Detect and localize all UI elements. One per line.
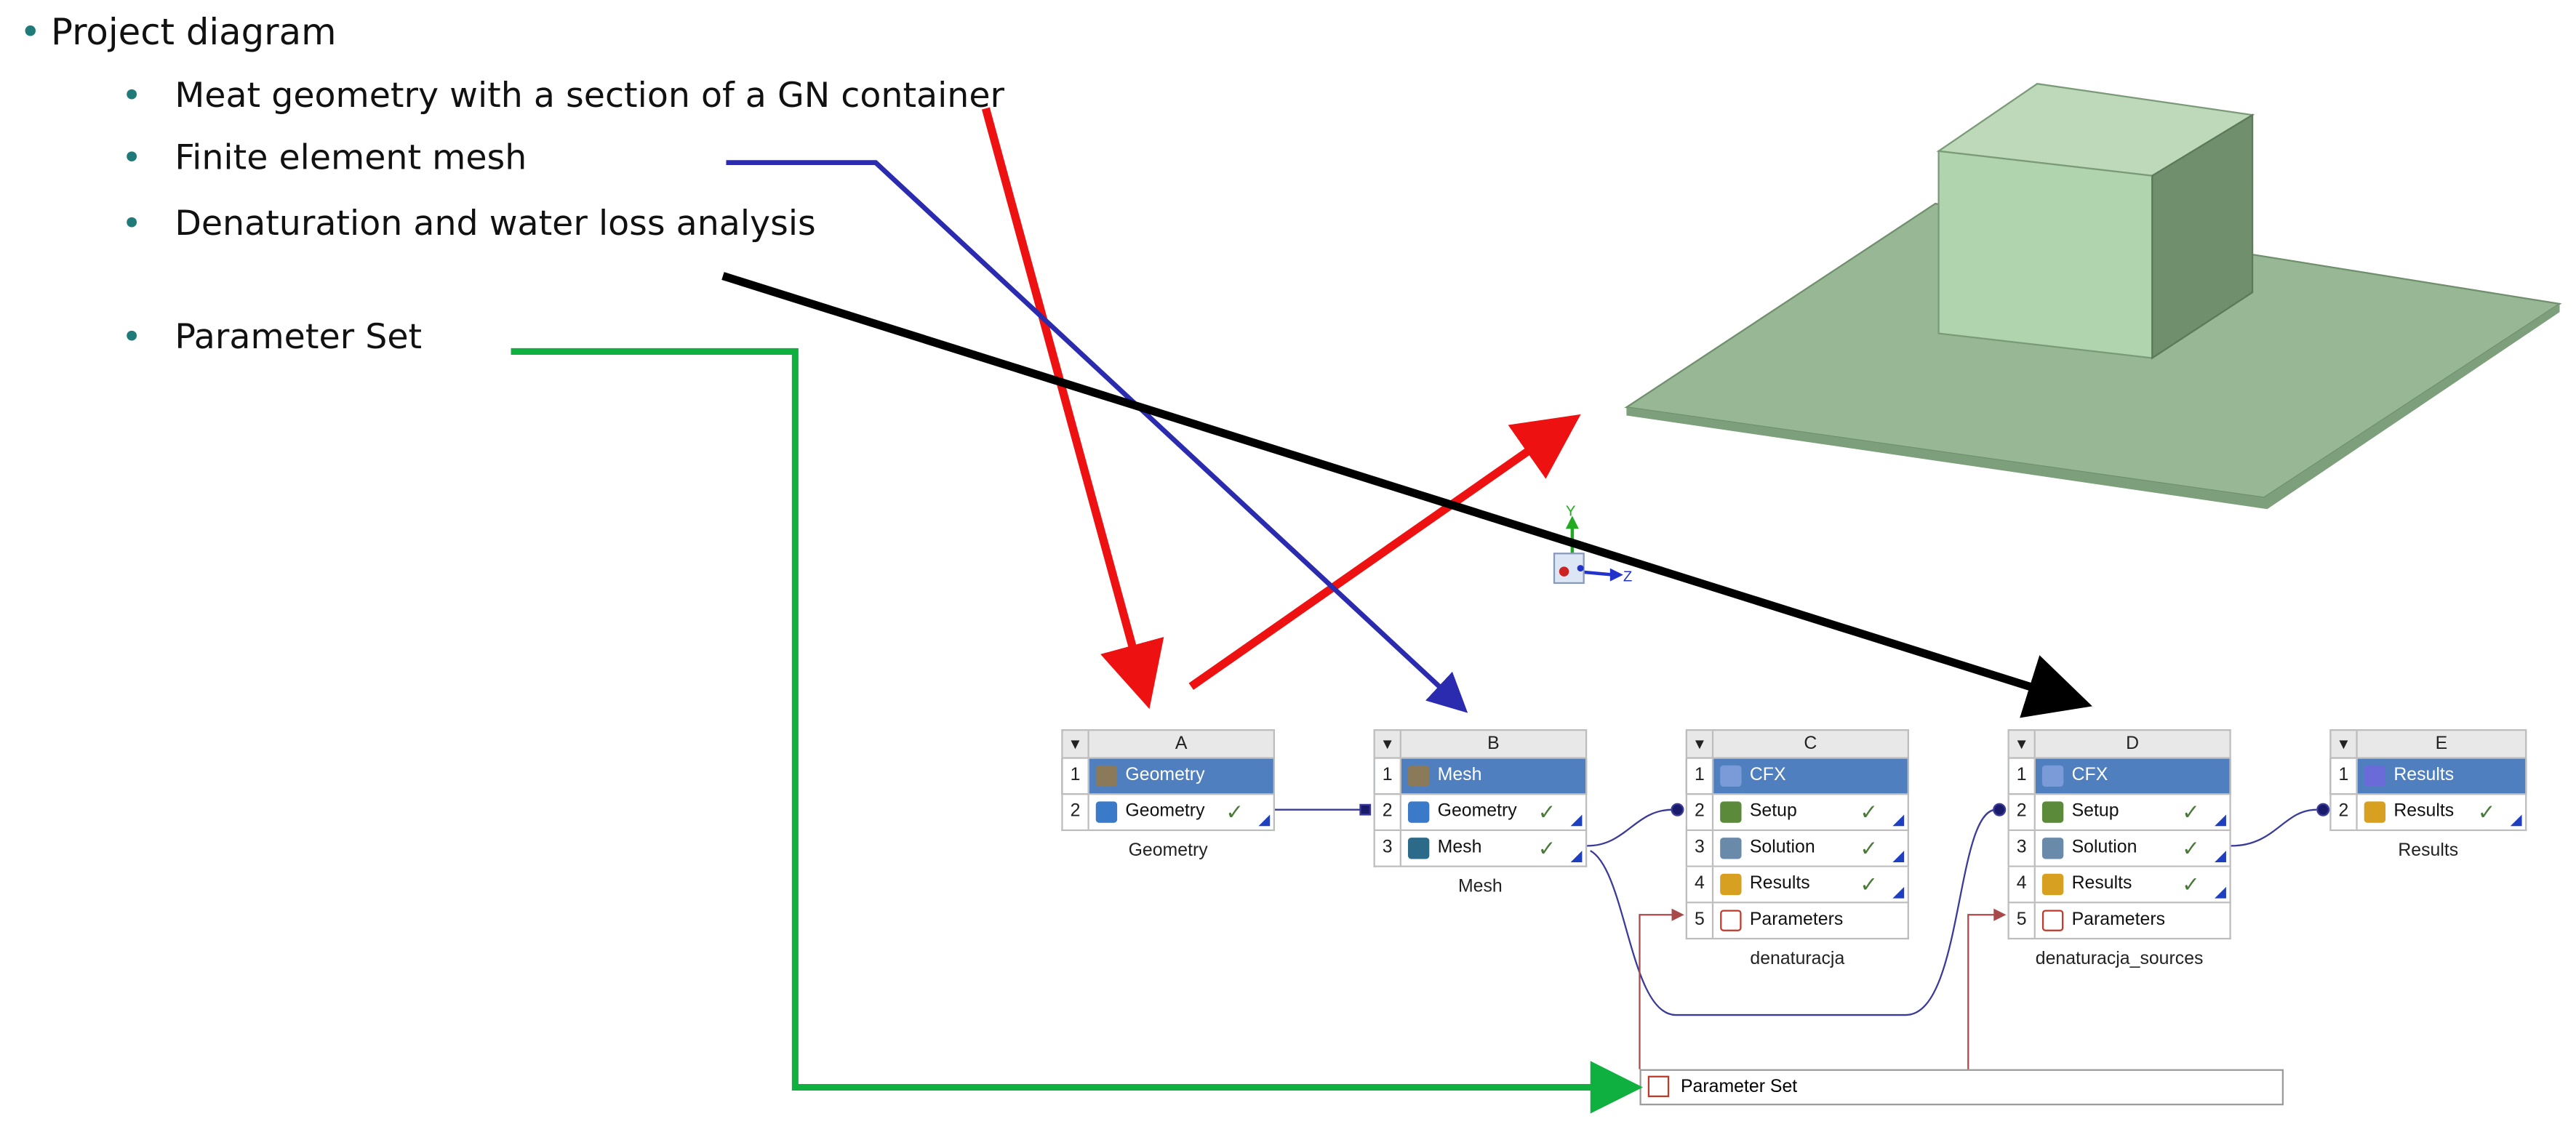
bullet-item: •Meat geometry with a section of a GN co…: [121, 75, 1005, 116]
parameters-icon: [2041, 910, 2064, 931]
cube-side: [2151, 113, 2254, 360]
chevron-down-icon[interactable]: ▼: [2009, 731, 2036, 758]
bullet-item: •Finite element mesh: [121, 137, 527, 177]
chevron-down-icon[interactable]: ▼: [1375, 731, 1401, 758]
axis-y-label: Y: [1566, 503, 1576, 519]
axis-z-label: Z: [1623, 569, 1632, 585]
geometry-icon: [1095, 765, 1118, 787]
system-caption[interactable]: Results: [2398, 840, 2459, 861]
chevron-down-icon[interactable]: ▼: [1687, 731, 1714, 758]
results-icon: [1720, 873, 1742, 896]
workbench-links: [1274, 803, 2330, 1016]
eye-icon: [2364, 765, 2386, 787]
check-icon: ✓: [2477, 800, 2496, 825]
designmodeler-icon: [1095, 801, 1118, 823]
red-arrow-geometry: [981, 107, 1164, 710]
check-icon: ✓: [1860, 835, 1879, 861]
system-caption[interactable]: denaturacja: [1750, 949, 1845, 969]
mesh-icon: [1407, 838, 1430, 859]
system-header[interactable]: ▼C: [1685, 728, 1909, 759]
parameter-set-label: Parameter Set: [1680, 1077, 1798, 1098]
black-arrow-analysis: [721, 272, 2092, 718]
setup-icon: [1720, 801, 1742, 823]
system-header[interactable]: ▼D: [2007, 728, 2231, 759]
system-caption[interactable]: Mesh: [1457, 877, 1503, 897]
bullet-title: •Project diagram: [20, 13, 337, 55]
blue-arrow-mesh: [726, 160, 1468, 713]
bullet-item: •Denaturation and water loss analysis: [121, 204, 816, 244]
bullet-item: •Parameter Set: [121, 316, 423, 357]
system-caption[interactable]: denaturacja_sources: [2035, 949, 2204, 969]
cfx-icon: [2041, 765, 2064, 787]
bullet-list: •Project diagram •Meat geometry with a s…: [0, 0, 1150, 378]
check-icon: ✓: [1225, 800, 1244, 825]
parameters-icon: [1647, 1075, 1670, 1098]
red-arrow-model: [1188, 414, 1581, 690]
plate-edge: [1626, 303, 2560, 510]
solution-icon: [1720, 838, 1742, 859]
check-icon: ✓: [1860, 872, 1879, 897]
mesh-icon: [1407, 765, 1430, 787]
green-arrow-parameters: [511, 348, 1644, 1114]
check-icon: ✓: [1537, 800, 1556, 825]
results-icon: [2364, 801, 2386, 823]
solution-icon: [2041, 838, 2064, 859]
parameter-set-bar[interactable]: Parameter Set: [1639, 1069, 2284, 1106]
system-header[interactable]: ▼A: [1061, 728, 1275, 759]
axis-triad: Y Z: [1553, 503, 1632, 585]
system-caption[interactable]: Geometry: [1128, 840, 1208, 861]
system-header[interactable]: ▼E: [2329, 728, 2527, 759]
chevron-down-icon[interactable]: ▼: [1063, 731, 1089, 758]
chevron-down-icon[interactable]: ▼: [2332, 731, 2358, 758]
designmodeler-icon: [1407, 801, 1430, 823]
check-icon: ✓: [1860, 800, 1879, 825]
parameters-icon: [1720, 910, 1742, 931]
check-icon: ✓: [1537, 835, 1556, 861]
check-icon: ✓: [2182, 872, 2200, 897]
results-icon: [2041, 873, 2064, 896]
cfx-icon: [1720, 765, 1742, 787]
check-icon: ✓: [2182, 800, 2200, 825]
system-header[interactable]: ▼B: [1373, 728, 1588, 759]
check-icon: ✓: [2182, 835, 2200, 861]
parameter-links: [1639, 908, 2007, 1069]
setup-icon: [2041, 801, 2064, 823]
